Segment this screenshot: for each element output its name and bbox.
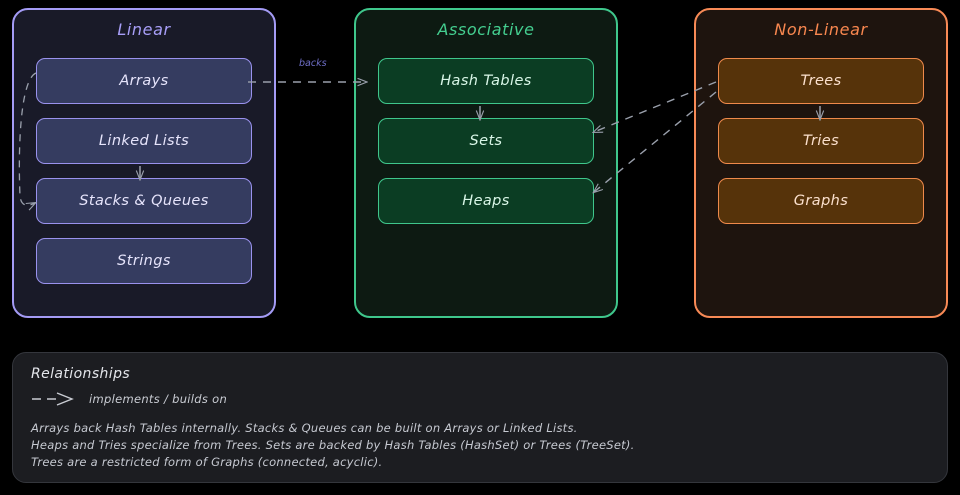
node-graphs-label: Graphs <box>793 193 849 209</box>
node-heaps[interactable]: Heaps <box>378 178 594 224</box>
group-associative-title: Associative <box>437 20 535 39</box>
legend-row: implements / builds on <box>31 391 929 406</box>
group-linear-title: Linear <box>117 20 171 39</box>
relationships-note-3: Trees are a restricted form of Graphs (c… <box>31 455 383 469</box>
group-associative-nodes: Hash Tables Sets Heaps <box>378 58 594 238</box>
group-non-linear-nodes: Trees Tries Graphs <box>718 58 924 238</box>
legend-label: implements / builds on <box>89 391 228 406</box>
node-heaps-label: Heaps <box>462 193 510 209</box>
group-non-linear-title: Non-Linear <box>774 20 868 39</box>
node-tries[interactable]: Tries <box>718 118 924 164</box>
relationships-note-1: Arrays back Hash Tables internally. Stac… <box>31 421 578 435</box>
relationships-title: Relationships <box>31 366 131 382</box>
node-trees-label: Trees <box>800 73 842 89</box>
dashed-arrow-icon <box>32 391 74 406</box>
node-hash-tables-label: Hash Tables <box>440 73 532 89</box>
node-linked-lists-label: Linked Lists <box>98 133 190 149</box>
node-stacks-and-queues-label: Stacks & Queues <box>79 193 209 209</box>
group-non-linear[interactable]: Non-Linear Trees Tries Graphs <box>694 8 948 318</box>
node-strings-label: Strings <box>117 253 171 269</box>
node-hash-tables[interactable]: Hash Tables <box>378 58 594 104</box>
node-sets-label: Sets <box>469 133 503 149</box>
node-trees[interactable]: Trees <box>718 58 924 104</box>
group-associative[interactable]: Associative Hash Tables Sets Heaps <box>354 8 618 318</box>
group-linear-nodes: Arrays Linked Lists Stacks & Queues Stri… <box>36 58 252 298</box>
node-tries-label: Tries <box>802 133 840 149</box>
node-graphs[interactable]: Graphs <box>718 178 924 224</box>
group-linear[interactable]: Linear Arrays Linked Lists Stacks & Queu… <box>12 8 276 318</box>
edge-label-backs: backs <box>299 58 327 69</box>
node-strings[interactable]: Strings <box>36 238 252 284</box>
node-arrays-label: Arrays <box>119 73 169 89</box>
relationships-note-2: Heaps and Tries specialize from Trees. S… <box>31 438 635 452</box>
node-linked-lists[interactable]: Linked Lists <box>36 118 252 164</box>
node-arrays[interactable]: Arrays <box>36 58 252 104</box>
relationships-panel: Relationships implements / builds on Arr… <box>12 352 948 483</box>
node-sets[interactable]: Sets <box>378 118 594 164</box>
node-stacks-and-queues[interactable]: Stacks & Queues <box>36 178 252 224</box>
